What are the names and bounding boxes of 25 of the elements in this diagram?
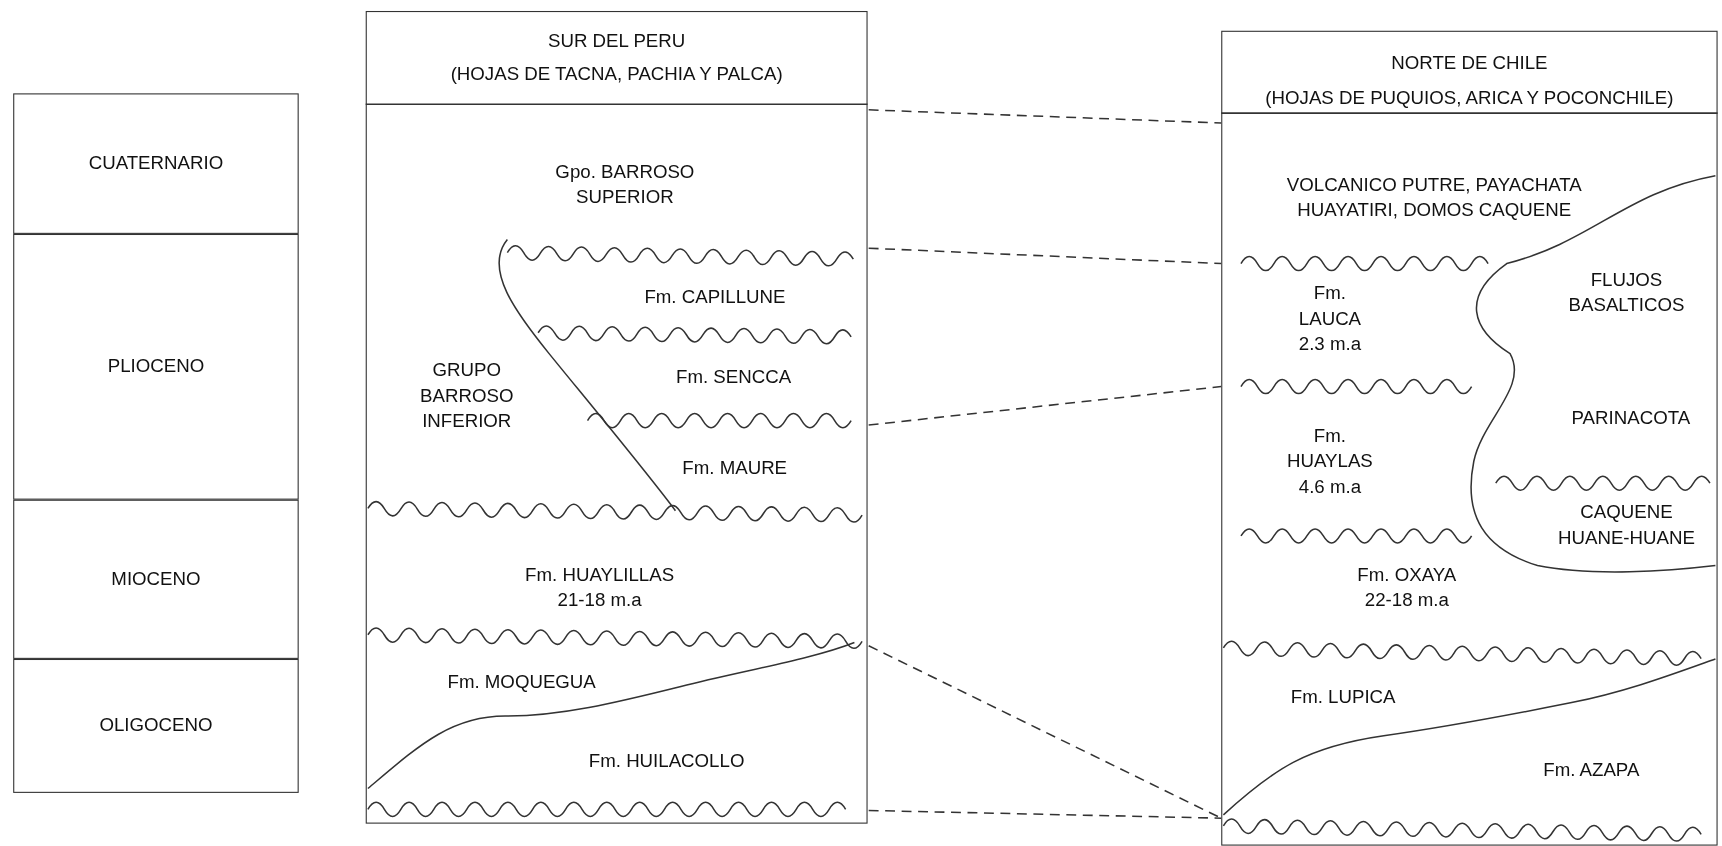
correlation-line <box>867 809 1222 819</box>
formation-label: Fm. HUAYLILLAS 21-18 m.a <box>520 563 680 614</box>
formation-label: Fm. MAURE <box>646 456 823 482</box>
formation-label: Fm. LUPICA <box>1266 685 1420 712</box>
formation-label: VOLCANICO PUTRE, PAYACHATA HUAYATIRI, DOMOS CAQUENE <box>1275 173 1594 224</box>
formation-label: Fm. OXAYA 22-18 m.a <box>1351 563 1462 614</box>
formation-label: CAQUENE HUANE-HUANE <box>1555 500 1698 552</box>
correlation-line <box>867 385 1222 426</box>
formation-label: PARINACOTA <box>1559 406 1703 433</box>
formation-label: Fm. SENCCA <box>645 365 822 391</box>
formation-label: Fm. MOQUEGUA <box>422 670 621 696</box>
formation-label: Fm. LAUCA 2.3 m.a <box>1286 281 1374 358</box>
column-title: NORTE DE CHILE <box>1390 51 1549 76</box>
column-subtitle: (HOJAS DE TACNA, PACHIA Y PALCA) <box>449 62 784 87</box>
formation-label: Fm. HUILACOLLO <box>567 749 766 775</box>
formation-label: Gpo. BARROSO SUPERIOR <box>537 160 713 211</box>
formation-label: Fm. CAPILLUNE <box>616 285 814 311</box>
column-title: SUR DEL PERU <box>547 29 687 54</box>
formation-label: GRUPO BARROSO INFERIOR <box>411 358 522 435</box>
correlation-line <box>867 109 1222 124</box>
formation-label: Fm. AZAPA <box>1519 758 1663 784</box>
formation-label: FLUJOS BASALTICOS <box>1560 268 1693 319</box>
column-subtitle: (HOJAS DE PUQUIOS, ARICA Y POCONCHILE) <box>1264 86 1675 111</box>
correlation-line <box>867 247 1222 265</box>
formation-label: Fm. HUAYLAS 4.6 m.a <box>1280 424 1380 501</box>
